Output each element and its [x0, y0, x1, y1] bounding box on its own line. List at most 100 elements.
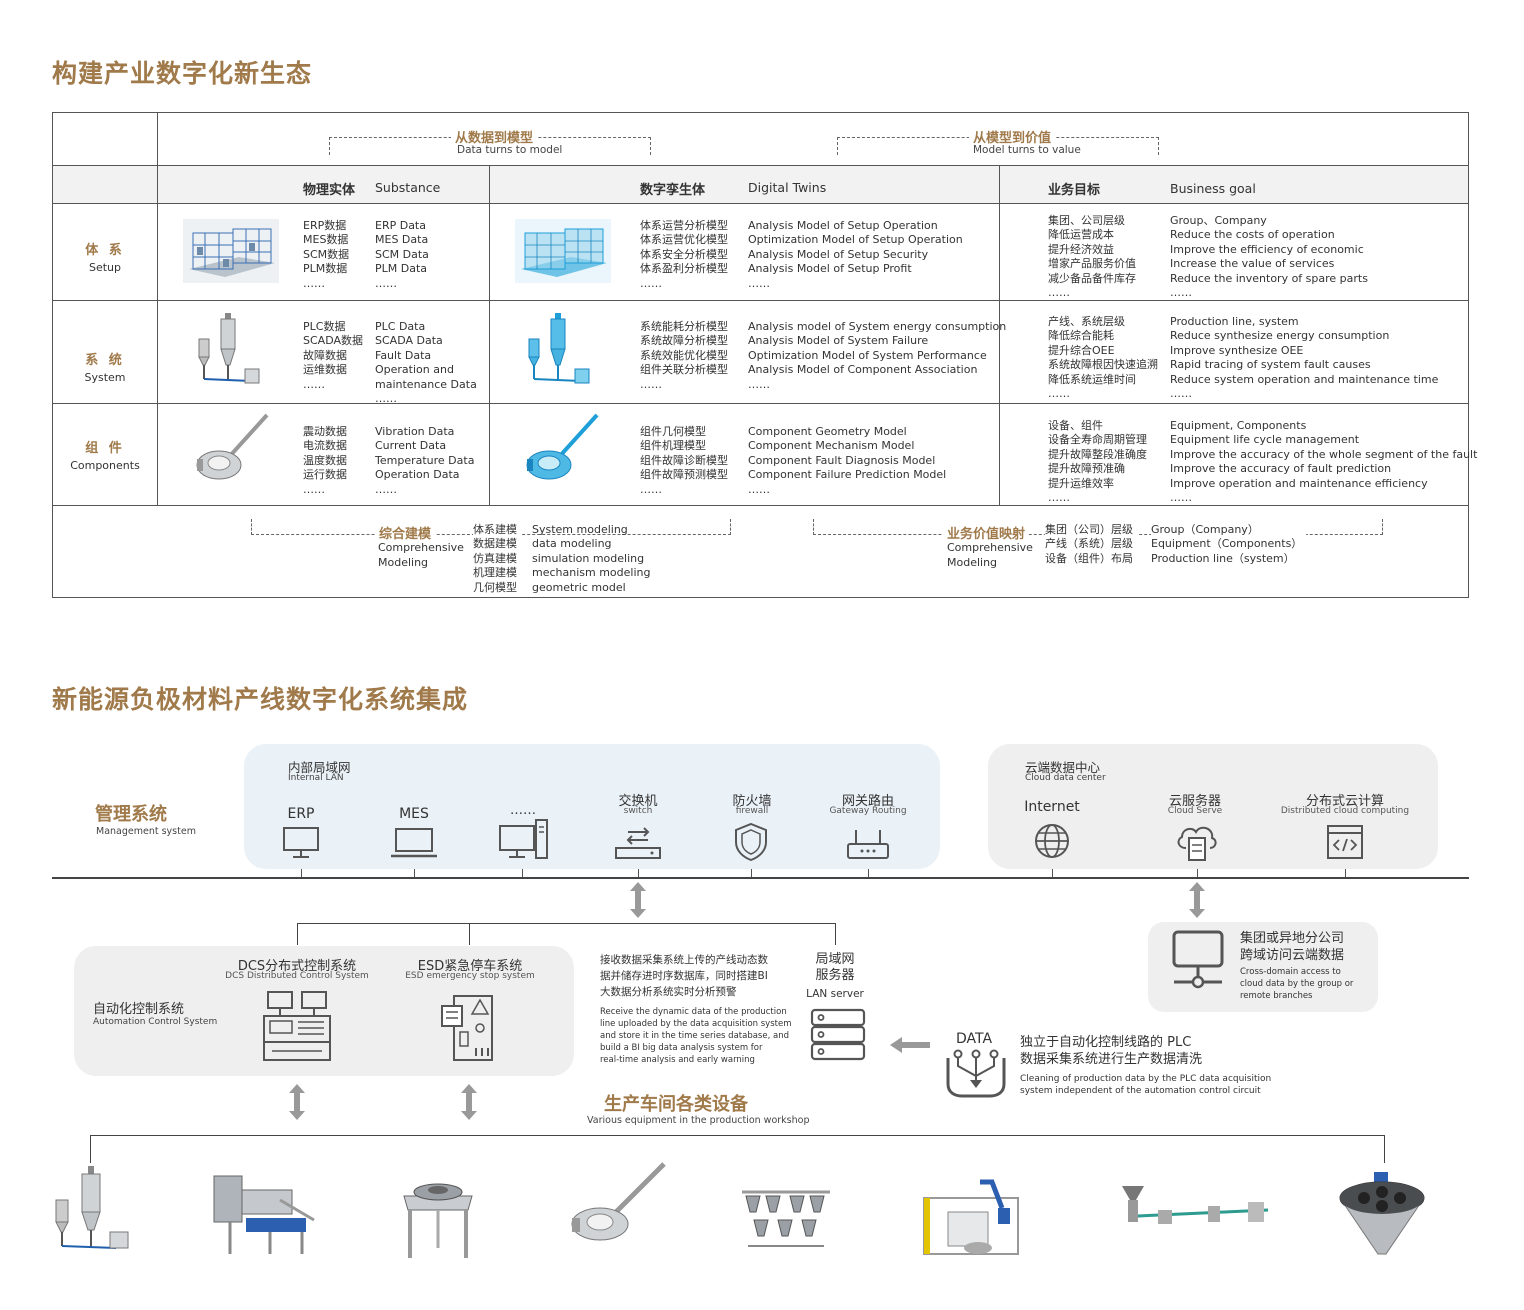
management-system-title: 管理系统	[95, 804, 167, 825]
row-system-label: 系 统 System	[84, 353, 126, 384]
header-band	[53, 165, 1468, 203]
silo-twin-image	[528, 313, 590, 384]
server-rack-icon[interactable]	[810, 1008, 866, 1062]
node-internet-label: Internet	[1024, 799, 1080, 815]
data-collection-icon	[946, 1049, 1006, 1098]
silo-system-image	[198, 313, 260, 384]
equipment-valve-image	[571, 1162, 666, 1241]
footer-left-list-cn: 体系建模数据建模仿真建模机理建模几何模型	[473, 523, 521, 595]
automation-title: 自动化控制系统	[93, 1002, 185, 1017]
node-switch-sublabel: switch	[623, 806, 653, 816]
control-branch-line	[297, 923, 836, 924]
arrow-left-icon	[890, 1037, 930, 1053]
node-firewall-label: 防火墙	[732, 794, 772, 809]
section2-title: 新能源负极材料产线数字化系统集成	[52, 685, 469, 714]
section1-title: 构建产业数字化新生态	[52, 59, 313, 88]
banner-left-title: 从数据到模型	[451, 127, 538, 146]
bidirectional-arrow-icon	[461, 1084, 477, 1120]
equipment-feeder-array-image	[742, 1190, 830, 1247]
node-gateway-label: 网关路由	[841, 794, 894, 809]
row-components-label: 组 件 Components	[70, 441, 140, 472]
header-twins-en: Digital Twins	[748, 180, 827, 195]
setup-goal-cn: 集团、公司层级降低运营成本提升经济效益增家产品服务价值减少备品备件库存……	[1048, 214, 1136, 299]
equipment-robot-cell-image	[923, 1179, 1019, 1255]
workshop-title: 生产车间各类设备	[604, 1094, 748, 1115]
banner-right-title: 从模型到价值	[969, 127, 1056, 146]
shield-icon[interactable]	[733, 822, 769, 862]
management-system-subtitle: Management system	[96, 826, 196, 837]
equipment-packing-line-image	[213, 1175, 315, 1254]
esd-title: ESD紧急停车系统	[417, 959, 523, 974]
components-data-cn: 震动数据电流数据温度数据运行数据……	[303, 425, 347, 496]
node-cloud-server-label: 云服务器	[1168, 794, 1221, 809]
components-model-cn: 组件几何模型组件机理模型组件故障诊断模型组件故障预测模型……	[640, 425, 728, 496]
node-distributed-sublabel: Distributed cloud computing	[1280, 806, 1410, 816]
components-goal-cn: 设备、组件设备全寿命周期管理提升故障整段准确度提升故障预准确提升运维效率……	[1048, 419, 1147, 504]
footer-right-list-cn: 集团（公司）层级产线（系统）层级设备（组件）布局	[1045, 523, 1137, 567]
node-cloud-server-sublabel: Cloud Serve	[1167, 806, 1223, 816]
ecosystem-table: 从数据到模型 Data turns to model 从模型到价值 Model …	[52, 112, 1477, 598]
footer-left-title: 综合建模	[375, 523, 436, 542]
header-twins-cn: 数字孪生体	[640, 183, 706, 198]
automation-control-panel	[74, 946, 574, 1076]
bidirectional-arrow-icon	[1189, 882, 1205, 918]
code-icon[interactable]	[1326, 824, 1364, 860]
node-switch-label: 交换机	[618, 794, 658, 809]
workshop-bus-line	[90, 1135, 1385, 1136]
cloud-title: 云端数据中心	[1025, 760, 1101, 775]
lan-subtitle: Internal LAN	[288, 773, 344, 783]
data-label: DATA	[956, 1031, 993, 1047]
node-distributed-label: 分布式云计算	[1305, 794, 1384, 809]
node-more-label: ……	[510, 803, 536, 818]
equipment-vibrating-screen-image	[403, 1183, 473, 1258]
remote-branch-subtitle: Cross-domain access to cloud data by the…	[1240, 967, 1354, 1001]
lan-title: 内部局域网	[288, 760, 351, 775]
internal-lan-panel	[244, 744, 940, 869]
header-substance-en: Substance	[375, 180, 441, 195]
system-model-en: Analysis model of System energy consumpt…	[748, 320, 1007, 391]
footer-right-list-en: Group（Company）Equipment（Components）Produ…	[1151, 523, 1307, 567]
dcs-title: DCS分布式控制系统	[237, 959, 357, 974]
setup-model-cn: 体系运营分析模型体系运营优化模型体系安全分析模型体系盈利分析模型……	[640, 219, 728, 290]
header-goal-en: Business goal	[1170, 181, 1256, 196]
valve-component-image	[196, 413, 269, 480]
valve-twin-image	[526, 413, 599, 480]
header-goal-cn: 业务目标	[1048, 183, 1101, 198]
system-model-cn: 系统能耗分析模型系统故障分析模型系统效能优化模型组件关联分析模型……	[640, 320, 728, 391]
banner-right-subtitle: Model turns to value	[971, 144, 1083, 156]
node-mes-label: MES	[399, 806, 429, 822]
monitor-icon[interactable]	[282, 826, 320, 860]
cloud-subtitle: Cloud data center	[1025, 773, 1106, 783]
bidirectional-arrow-icon	[630, 882, 646, 918]
lan-server-subtitle: LAN server	[806, 988, 864, 1000]
lan-server-description-cn: 接收数据采集系统上传的产线动态数 据并储存进时序数据库，同时搭建BI 大数据分析…	[600, 954, 768, 998]
cloud-server-icon[interactable]	[1174, 820, 1220, 862]
equipment-silo-image	[55, 1166, 129, 1249]
desktop-icon[interactable]	[498, 818, 550, 862]
lan-server-title: 局域网 服务器	[815, 952, 855, 983]
equipment-conveyor-line-image	[1122, 1186, 1269, 1224]
esd-subtitle: ESD emergency stop system	[405, 971, 535, 981]
banner-left-subtitle: Data turns to model	[455, 144, 565, 156]
router-icon[interactable]	[846, 826, 890, 862]
remote-branch-title: 集团或异地分公司 跨域访问云端数据	[1240, 931, 1345, 963]
switch-icon[interactable]	[614, 826, 662, 862]
plc-description-cn: 独立于自动化控制线路的 PLC 数据采集系统进行生产数据清洗	[1020, 1035, 1203, 1067]
control-console-icon[interactable]	[262, 990, 332, 1062]
laptop-icon[interactable]	[390, 826, 438, 860]
globe-icon[interactable]	[1033, 822, 1071, 860]
emergency-stop-icon[interactable]	[440, 992, 494, 1062]
